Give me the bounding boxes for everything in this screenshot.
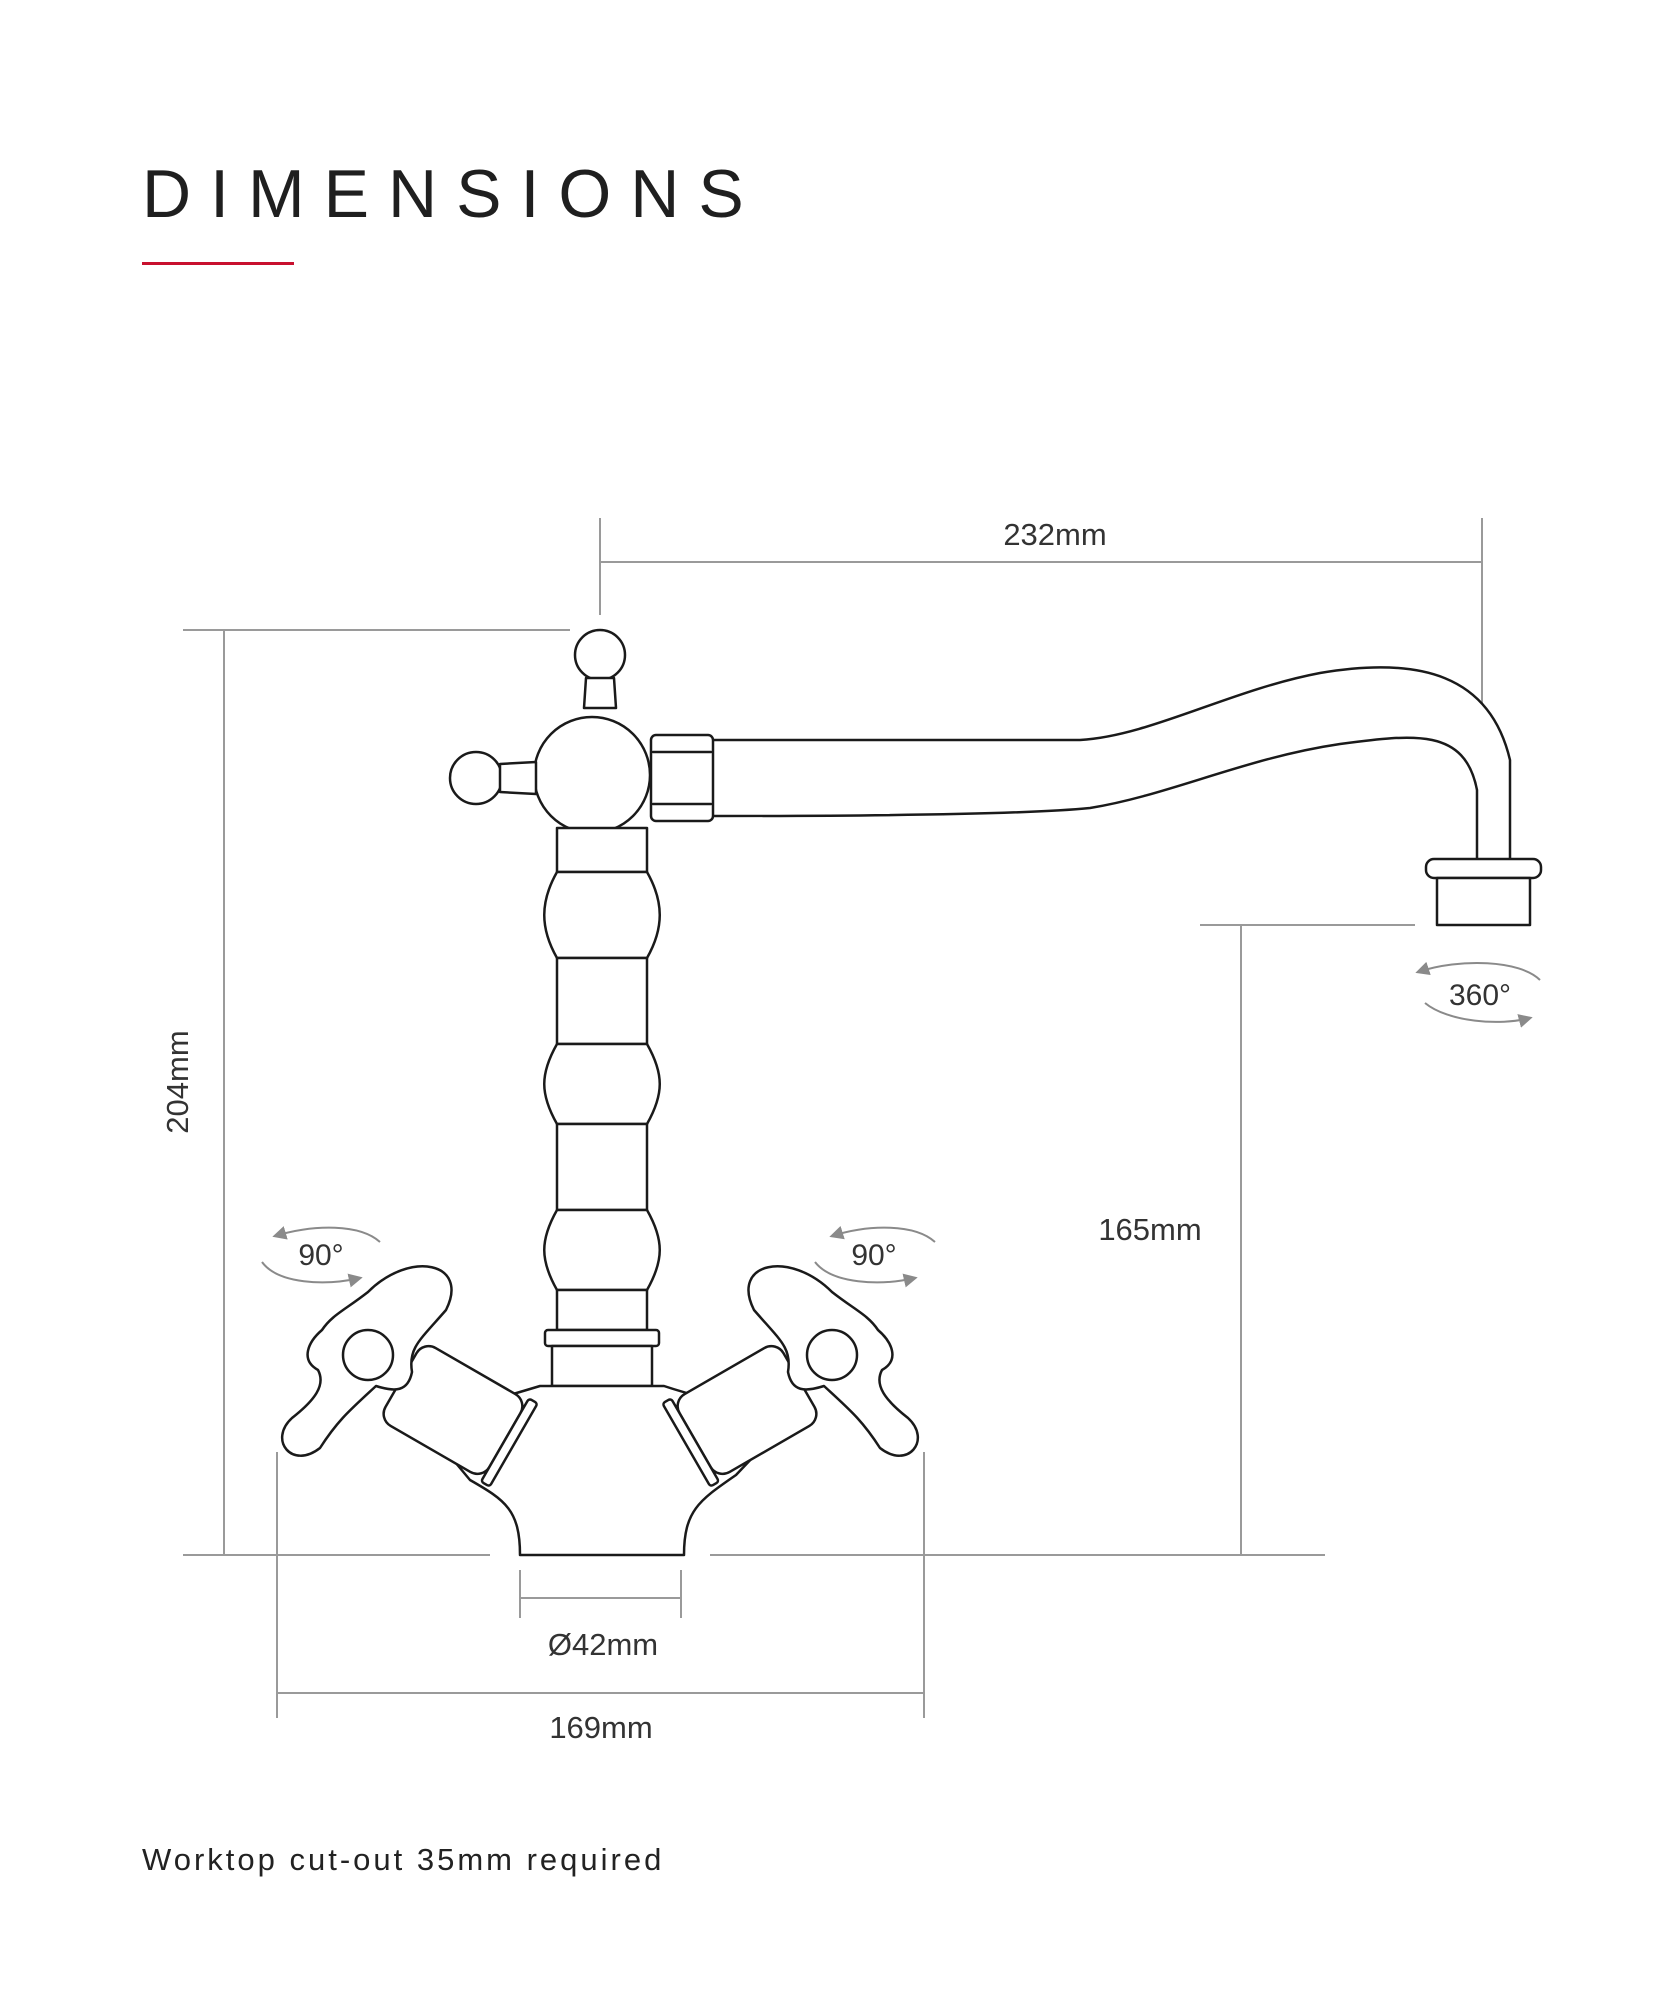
column-bulb-2 — [543, 1042, 661, 1126]
column-bottom-collar — [555, 1288, 649, 1332]
overall-height-label: 204mm — [160, 1030, 195, 1133]
left-handle-hub — [341, 1328, 395, 1382]
base-diameter-label: Ø42mm — [548, 1627, 658, 1662]
left-handle-rotation-label: 90° — [298, 1239, 343, 1272]
right-handle-rotation-indicator — [814, 1225, 936, 1288]
spout — [710, 666, 1512, 862]
left-handle-rotation-indicator — [261, 1226, 381, 1288]
spout-rotation-indicator — [1415, 961, 1541, 1028]
column-bulb-3 — [543, 1208, 661, 1292]
top-knob-neck — [582, 676, 618, 710]
aerator — [1435, 876, 1532, 927]
spout-height-label: 165mm — [1098, 1212, 1201, 1247]
side-knob-neck — [498, 760, 538, 796]
worktop-note: Worktop cut-out 35mm required — [142, 1842, 665, 1877]
spout-collar — [649, 733, 715, 823]
right-handle-hub — [805, 1328, 859, 1382]
column-ring-1 — [555, 956, 649, 1046]
column-top-collar — [555, 826, 649, 874]
column-bulb-1 — [543, 870, 661, 960]
head-sphere — [532, 715, 652, 835]
spout-rotation-label: 360° — [1449, 979, 1511, 1012]
column-base-ring — [550, 1344, 654, 1388]
column-base-band — [543, 1328, 661, 1348]
right-handle-rotation-label: 90° — [851, 1239, 896, 1272]
title-underline — [142, 262, 294, 265]
column-ring-2 — [555, 1122, 649, 1212]
page-title: DIMENSIONS — [142, 156, 763, 232]
reach-label: 232mm — [1003, 517, 1106, 552]
handle-span-label: 169mm — [549, 1710, 652, 1745]
tap-outline — [280, 628, 1543, 1557]
side-knob-ball — [448, 750, 504, 806]
aerator-collar — [1424, 857, 1543, 880]
top-knob-ball — [573, 628, 627, 682]
